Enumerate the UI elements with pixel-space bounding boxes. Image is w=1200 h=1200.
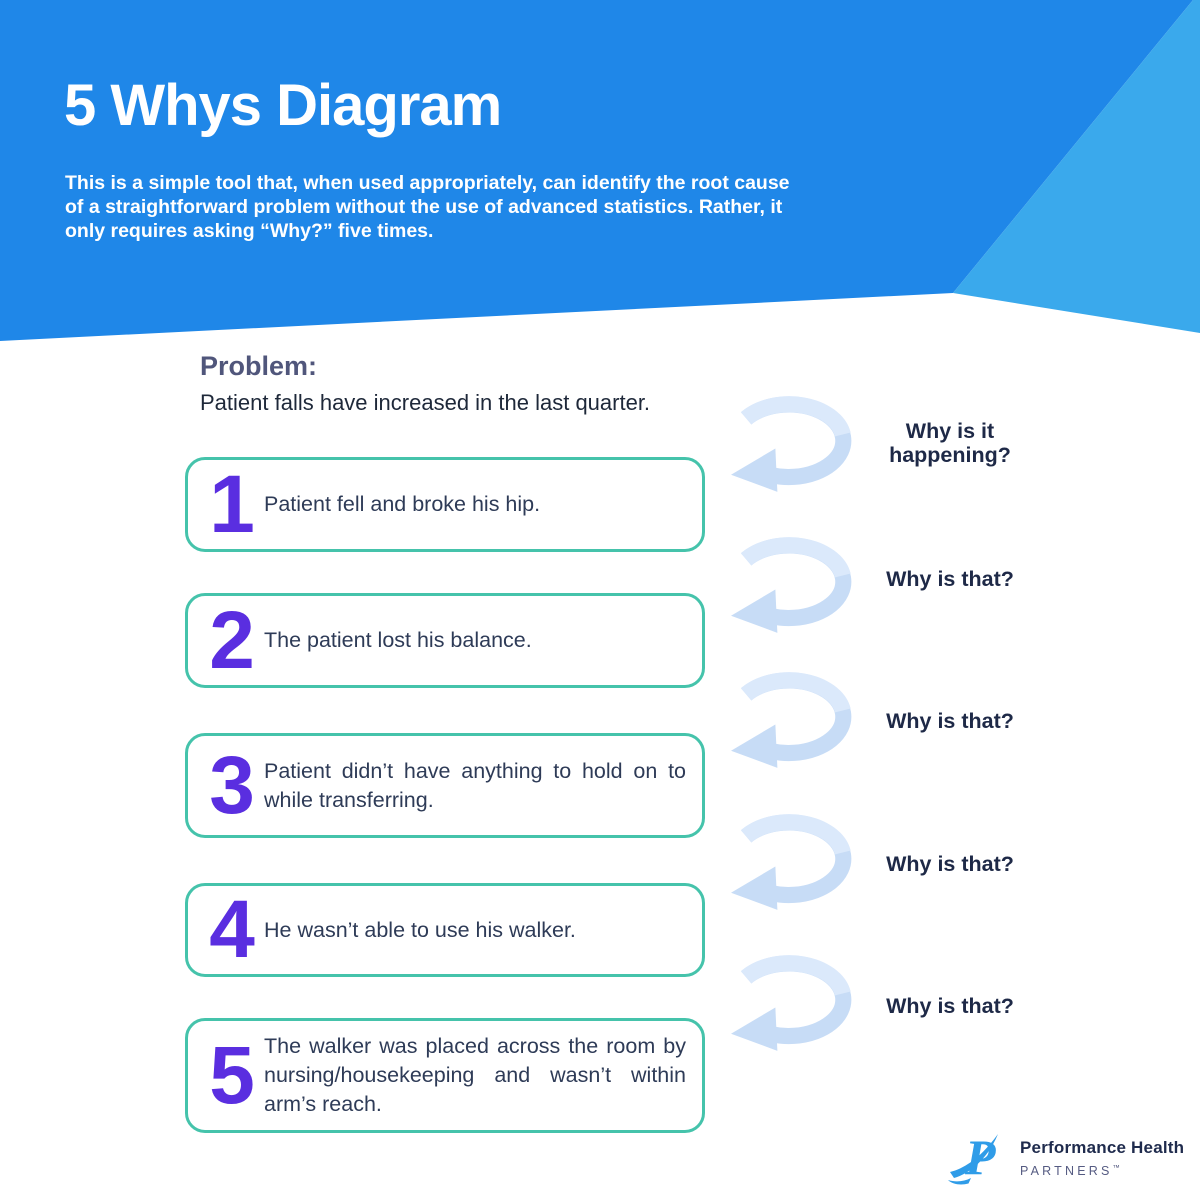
brand-name: Performance Health [1020,1138,1185,1158]
why-text-5: The walker was placed across the room by… [264,1034,686,1116]
curved-arrow-icon [731,814,852,910]
brand-text: Performance Health PARTNERS™ [1020,1134,1184,1179]
question-label-5: Why is that? [886,994,1014,1018]
why-text-1: Patient fell and broke his hip. [264,492,541,516]
question-label-3: Why is that? [886,709,1014,733]
why-number-2: 2 [209,594,255,686]
header-light-blue-triangle [953,0,1200,333]
question-label-2: Why is that? [886,567,1014,591]
question-label-1: Why is it happening? [889,419,1011,467]
why-box-5: 5 The walker was placed across the room … [185,1018,705,1133]
brand-subname-text: PARTNERS [1020,1164,1113,1179]
brand-logo: P Performance Health PARTNERS™ [948,1128,1184,1186]
why-text-3: Patient didn’t have anything to hold on … [264,758,686,812]
why-number-3: 3 [209,739,255,831]
curved-arrow-icon [731,672,852,768]
svg-text:P: P [964,1129,996,1185]
header-background [0,0,1200,341]
problem-statement: Patient falls have increased in the last… [200,390,651,415]
curved-arrow-icon [731,396,852,492]
question-label-4: Why is that? [886,852,1014,876]
why-box-3: 3 Patient didn’t have anything to hold o… [185,733,705,838]
problem-label: Problem: [200,351,318,381]
why-number-1: 1 [209,458,255,550]
why-box-4: 4 He wasn’t able to use his walker. [185,883,705,977]
page-title: 5 Whys Diagram [64,73,502,138]
header-dark-blue-shape [0,0,1193,341]
why-text-2: The patient lost his balance. [264,628,532,652]
why-box-1: 1 Patient fell and broke his hip. [185,457,705,552]
problem-section: Problem: Patient falls have increased in… [200,351,760,416]
why-number-5: 5 [209,1029,255,1121]
logo-p-icon: P [948,1129,998,1185]
curved-arrow-icon [731,955,852,1051]
brand-subname: PARTNERS™ [1020,1160,1184,1179]
curved-arrow-icon [731,537,852,633]
page-description: This is a simple tool that, when used ap… [65,172,790,242]
why-box-2: 2 The patient lost his balance. [185,593,705,688]
trademark-symbol: ™ [1112,1163,1121,1173]
why-text-4: He wasn’t able to use his walker. [264,917,576,942]
why-number-4: 4 [209,884,255,976]
